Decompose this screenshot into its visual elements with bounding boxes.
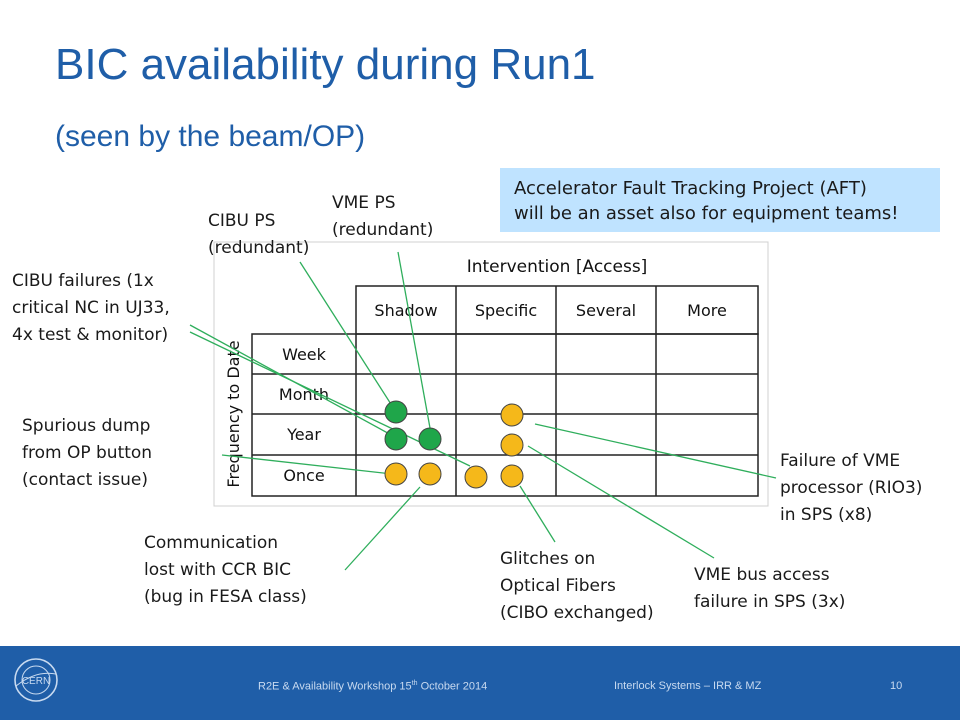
leader-line	[221, 454, 393, 475]
leader-line	[299, 261, 397, 413]
column-label-several: Several	[576, 301, 636, 320]
cern-logo-text: CERN	[22, 676, 50, 687]
annotation-line: (redundant)	[208, 238, 310, 258]
annotation-line: processor (RIO3)	[780, 478, 923, 498]
footer-workshop-sup: th	[411, 680, 418, 687]
row-label-year: Year	[286, 425, 321, 444]
leader-line	[534, 423, 777, 479]
annotation-line: (redundant)	[332, 220, 434, 240]
leader-line	[527, 445, 715, 559]
status-dots	[384, 400, 524, 489]
column-label-more: More	[687, 301, 727, 320]
yellow-dot	[384, 462, 408, 486]
footer-workshop-tail: October 2014	[417, 680, 488, 693]
yellow-dot	[500, 403, 524, 427]
column-label-specific: Specific	[475, 301, 537, 320]
leader-line	[397, 251, 431, 429]
green-dot	[384, 400, 408, 424]
footer-workshop: R2E & Availability Workshop 15th October…	[258, 680, 487, 693]
page-number: 10	[890, 680, 903, 692]
annotation-line: failure in SPS (3x)	[694, 592, 846, 612]
yellow-dot	[464, 465, 488, 489]
annotation-cibu-failures: CIBU failures (1x critical NC in UJ33, 4…	[12, 268, 170, 349]
leader-line	[344, 486, 421, 571]
aft-note: Accelerator Fault Tracking Project (AFT)…	[500, 168, 940, 232]
footer-workshop-main: R2E & Availability Workshop 15	[258, 680, 412, 693]
annotation-vme-bus: VME bus access failure in SPS (3x)	[694, 562, 845, 616]
leader-line	[519, 485, 556, 543]
column-label-shadow: Shadow	[374, 301, 437, 320]
annotation-line: CIBU failures (1x	[12, 271, 154, 291]
table-header: Intervention [Access]	[467, 257, 648, 277]
slide-title: BIC availability during Run1	[55, 40, 596, 89]
yellow-dot	[500, 464, 524, 488]
annotation-vme-processor: Failure of VME processor (RIO3) in SPS (…	[780, 448, 922, 529]
green-dot	[384, 427, 408, 451]
row-label-month: Month	[279, 385, 329, 404]
annotation-line: from OP button	[22, 443, 153, 463]
annotation-line: Failure of VME	[780, 451, 901, 471]
annotation-vme-ps: VME PS (redundant)	[332, 190, 433, 244]
row-label-once: Once	[283, 466, 324, 485]
aft-note-line: Accelerator Fault Tracking Project (AFT)	[514, 178, 867, 199]
aft-note-line: will be an asset also for equipment team…	[514, 203, 899, 224]
annotation-line: lost with CCR BIC	[144, 560, 292, 580]
yellow-dot	[500, 433, 524, 457]
annotation-line: critical NC in UJ33,	[12, 298, 170, 318]
annotation-line: (contact issue)	[22, 470, 148, 490]
annotation-line: Glitches on	[500, 549, 596, 569]
row-axis-label: Frequency to Date	[224, 340, 243, 487]
annotation-line: 4x test & monitor)	[12, 325, 169, 345]
yellow-dot	[418, 462, 442, 486]
green-dot	[418, 427, 442, 451]
annotation-line: (CIBO exchanged)	[500, 603, 654, 623]
annotation-spurious-dump: Spurious dump from OP button (contact is…	[22, 413, 152, 494]
annotation-line: (bug in FESA class)	[144, 587, 307, 607]
slide-subtitle: (seen by the beam/OP)	[55, 120, 366, 153]
footer-center-text: Interlock Systems – IRR & MZ	[614, 680, 762, 692]
leader-lines	[189, 251, 777, 571]
row-label-week: Week	[282, 345, 327, 364]
annotation-cibu-ps: CIBU PS (redundant)	[208, 208, 309, 262]
annotation-line: CIBU PS	[208, 211, 276, 231]
annotation-communication-lost: Communication lost with CCR BIC (bug in …	[144, 530, 307, 611]
footer-bar	[0, 646, 960, 720]
annotation-line: VME PS	[332, 193, 396, 213]
annotation-line: Optical Fibers	[500, 576, 616, 596]
annotation-line: Communication	[144, 533, 278, 553]
cern-logo-icon: CERN	[14, 658, 58, 702]
annotation-line: VME bus access	[694, 565, 830, 585]
annotation-line: Spurious dump	[22, 416, 151, 436]
annotation-glitches: Glitches on Optical Fibers (CIBO exchang…	[500, 546, 654, 627]
annotation-line: in SPS (x8)	[780, 505, 873, 525]
